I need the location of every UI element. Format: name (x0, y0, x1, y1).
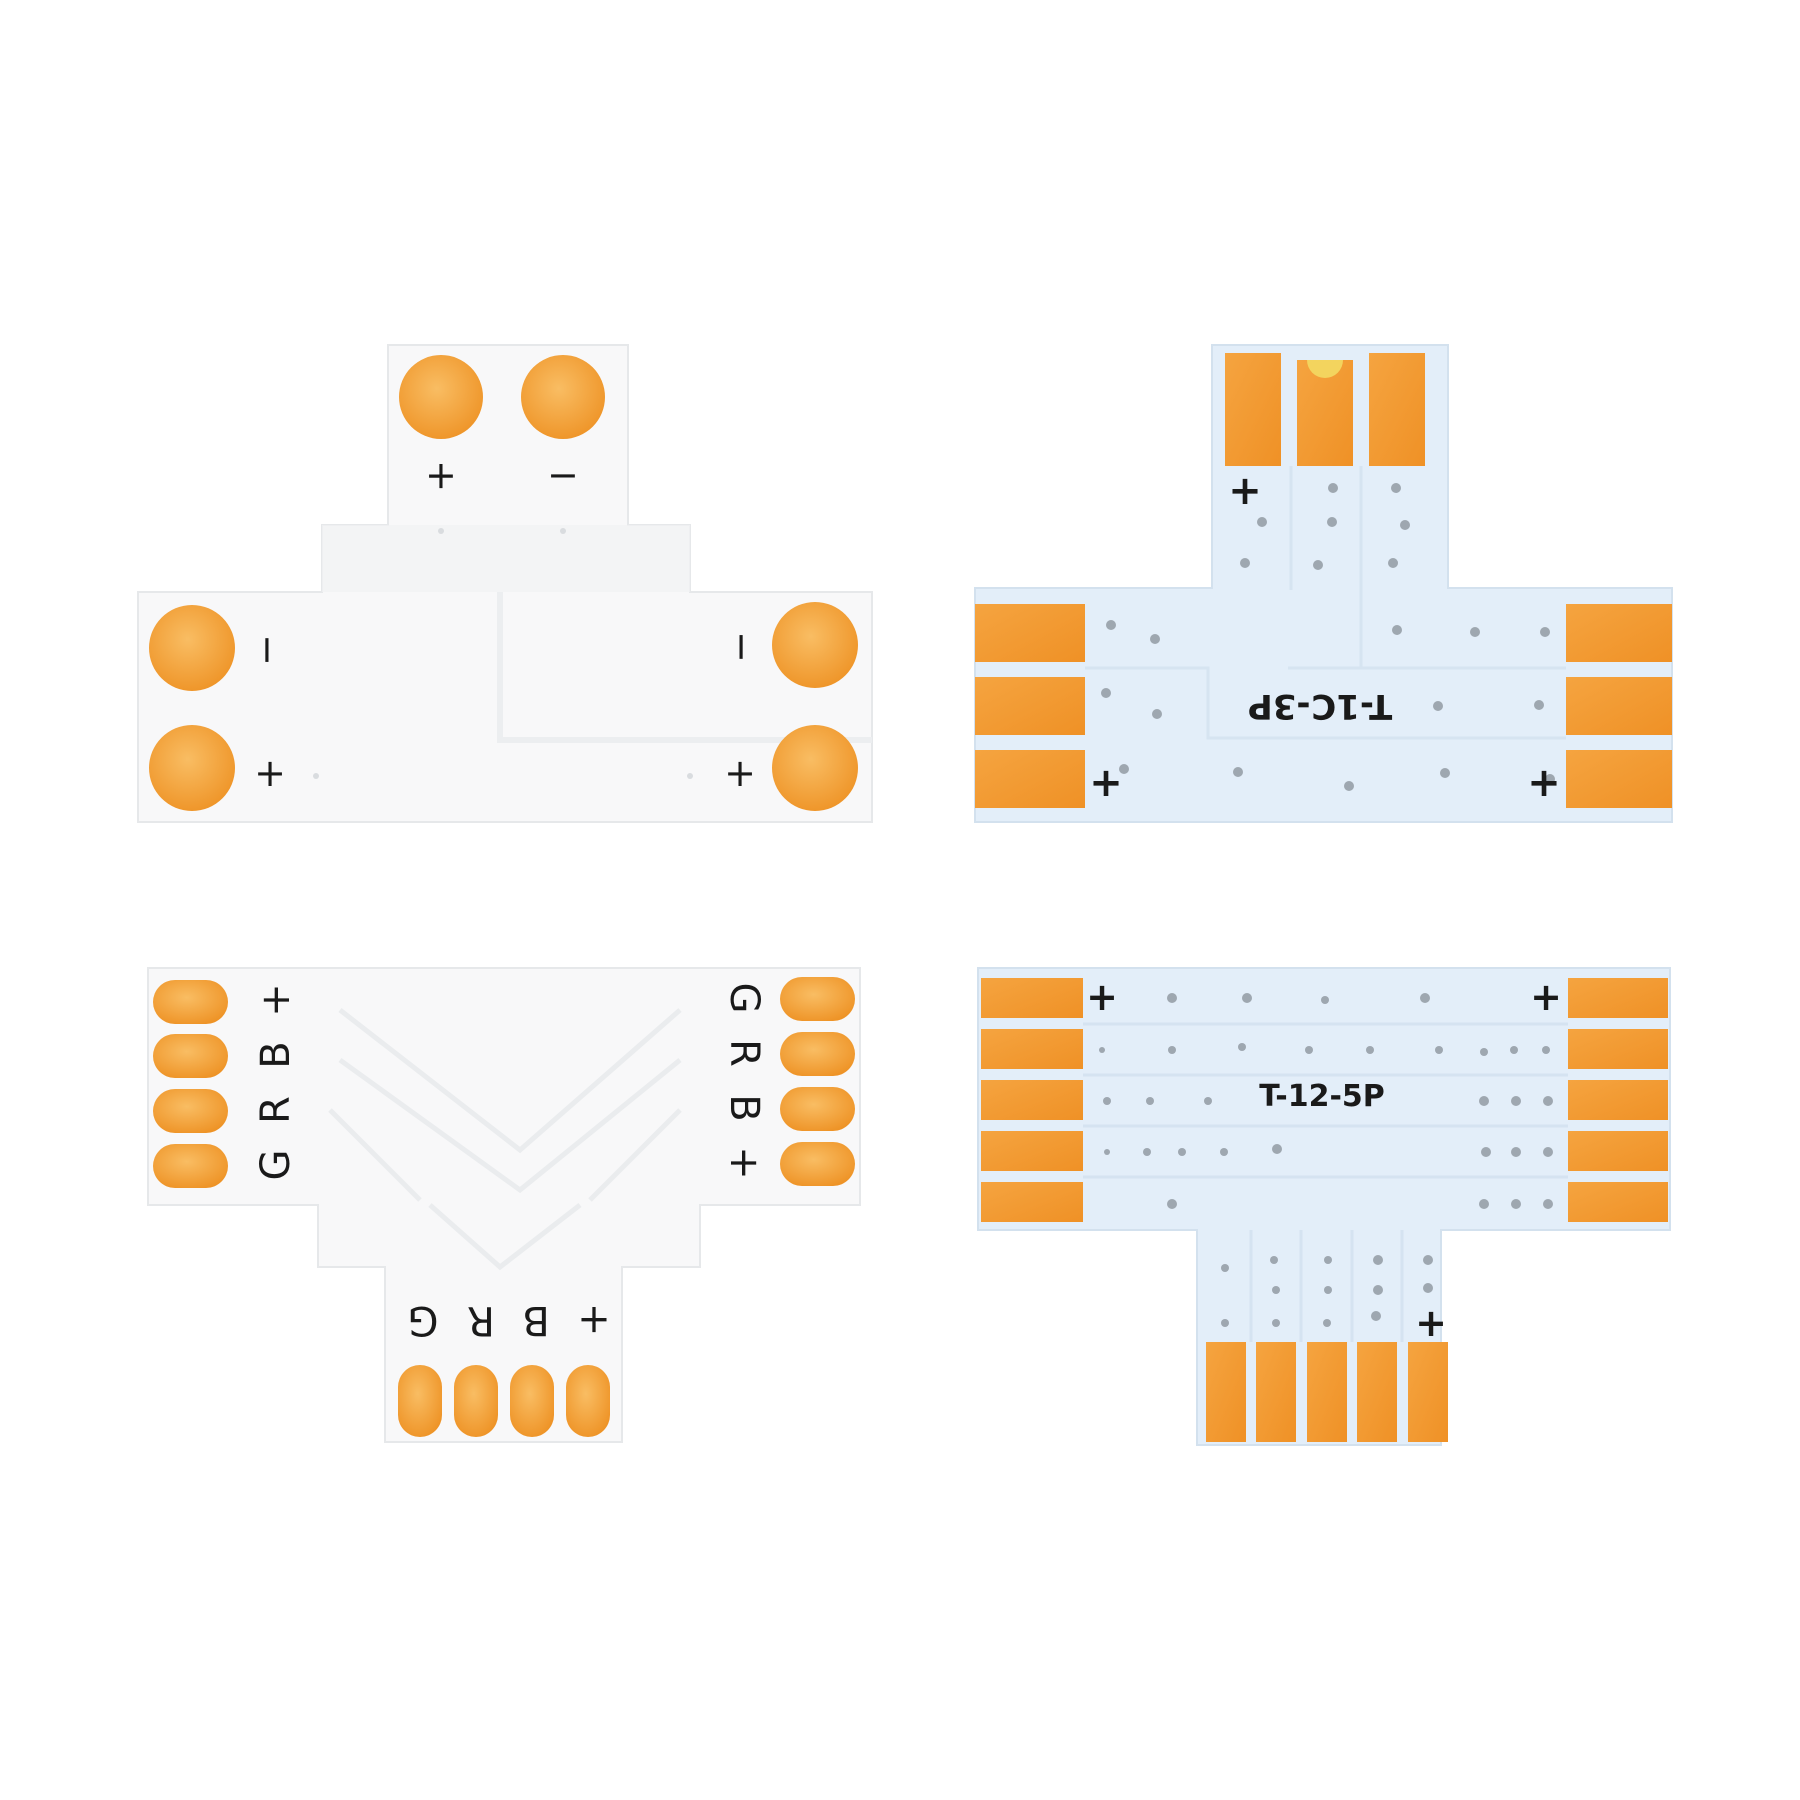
plus-mark-top: + (1228, 468, 1262, 514)
board-bottom-left-substrate (147, 967, 861, 1443)
pad-bottom-plus (566, 1365, 610, 1437)
pad-top-1 (1225, 353, 1281, 466)
label-bottom-b: B (522, 1297, 549, 1343)
pad-bottom-1 (1206, 1342, 1246, 1442)
label-right-g: G (721, 983, 767, 1014)
board-bottom-left: + B R G G R B + G R B + (147, 967, 861, 1443)
pad-right-4 (1568, 1131, 1668, 1171)
pad-right-2 (1566, 677, 1672, 735)
label-left-minus: − (246, 634, 290, 666)
plus-mark-bottom: + (1415, 1301, 1447, 1345)
pad-right-5 (1568, 1182, 1668, 1222)
pad-bottom-b (510, 1365, 554, 1437)
pad-left-5 (981, 1182, 1083, 1222)
plus-mark-right: + (1530, 975, 1562, 1019)
pad-right-1 (1568, 978, 1668, 1018)
pad-left-3 (981, 1080, 1083, 1120)
board-top-right-substrate (974, 344, 1673, 823)
pad-right-3 (1568, 1080, 1668, 1120)
plus-mark-left: + (1086, 975, 1118, 1019)
label-bottom-r: R (467, 1297, 495, 1343)
pad-right-1 (1566, 604, 1672, 662)
pad-right-g (780, 977, 855, 1021)
pad-left-4 (981, 1131, 1083, 1171)
plus-mark-right: + (1527, 760, 1561, 806)
pad-right-plus (772, 725, 858, 811)
pad-bottom-3 (1307, 1342, 1347, 1442)
pad-bottom-5 (1408, 1342, 1448, 1442)
pad-left-1 (975, 604, 1085, 662)
label-left-b: B (253, 1041, 299, 1068)
plus-mark-left: + (1089, 760, 1123, 806)
label-left-plus: + (253, 983, 299, 1017)
board-top-left: + − − + − + (137, 344, 873, 823)
pad-left-r (153, 1089, 228, 1133)
pad-right-plus (780, 1142, 855, 1186)
pad-left-g (153, 1144, 228, 1188)
pad-right-r (780, 1032, 855, 1076)
pad-left-plus (153, 980, 228, 1024)
board-top-right: T-1C-3P + + + (974, 344, 1673, 823)
label-bottom-g: G (408, 1297, 439, 1343)
label-top-minus: − (547, 455, 579, 499)
label-right-r: R (721, 1039, 767, 1067)
pad-left-1 (981, 978, 1083, 1018)
pad-right-minus (772, 602, 858, 688)
label-bottom-plus: + (577, 1297, 611, 1343)
pad-bottom-g (398, 1365, 442, 1437)
pad-right-b (780, 1087, 855, 1131)
pad-bottom-2 (1256, 1342, 1296, 1442)
pad-left-plus (149, 725, 235, 811)
pad-left-2 (981, 1029, 1083, 1069)
label-left-g: G (253, 1150, 299, 1181)
pad-left-3 (975, 750, 1085, 808)
pad-bottom-r (454, 1365, 498, 1437)
pad-top-plus (399, 355, 483, 439)
board-bottom-right: T-12-5P + + + (977, 967, 1671, 1446)
pad-bottom-4 (1357, 1342, 1397, 1442)
board-bottom-right-substrate (977, 967, 1671, 1446)
model-label: T-12-5P (1259, 1079, 1385, 1114)
label-top-plus: + (425, 455, 457, 499)
label-right-b: B (721, 1094, 767, 1121)
pad-left-b (153, 1034, 228, 1078)
pad-right-3 (1566, 750, 1672, 808)
label-right-minus: − (718, 631, 762, 663)
label-right-plus: + (724, 751, 756, 795)
pad-left-2 (975, 677, 1085, 735)
pad-top-minus (521, 355, 605, 439)
label-left-plus: + (254, 751, 286, 795)
label-right-plus: + (721, 1146, 767, 1180)
label-left-r: R (253, 1096, 299, 1124)
pad-left-minus (149, 605, 235, 691)
pad-right-2 (1568, 1029, 1668, 1069)
model-label: T-1C-3P (1248, 686, 1392, 726)
pad-top-3 (1369, 353, 1425, 466)
